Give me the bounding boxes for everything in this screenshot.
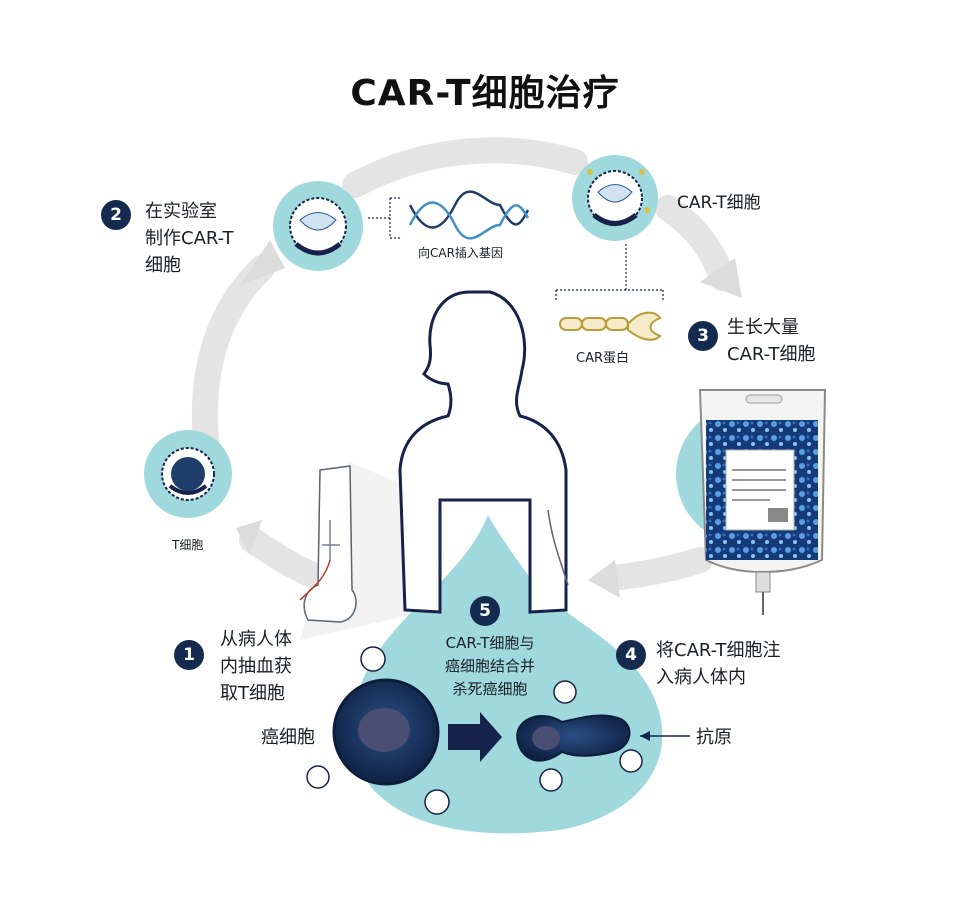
step-1-line-1: 从病人体 xyxy=(220,629,292,650)
t-cell-illustration xyxy=(144,430,232,518)
step-1-text: 从病人体 内抽血获 取T细胞 xyxy=(220,626,292,707)
kill-arrow xyxy=(448,712,502,762)
car-protein-label: CAR蛋白 xyxy=(576,351,630,366)
iv-bag-illustration xyxy=(676,389,827,615)
step-2-line-2: 制作CAR-T xyxy=(145,228,234,249)
cycle-arrowheads xyxy=(236,240,742,598)
step-5-line-1: CAR-T细胞与 xyxy=(445,634,535,652)
step-4-line-1: 将CAR-T细胞注 xyxy=(656,640,781,661)
insert-gene-label: 向CAR插入基因 xyxy=(418,246,503,260)
cycle-arc-2-to-top xyxy=(342,137,588,198)
step-2-line-1: 在实验室 xyxy=(145,201,217,222)
step-3-line-1: 生长大量 xyxy=(727,317,799,338)
cycle-arrows xyxy=(191,137,735,591)
page-title: CAR-T细胞治疗 xyxy=(350,73,620,114)
step-1-line-2: 内抽血获 xyxy=(220,656,292,677)
step-2-line-3: 细胞 xyxy=(145,255,181,276)
cancer-cell-before xyxy=(332,678,440,786)
step-5-line-3: 杀死癌细胞 xyxy=(452,680,528,698)
step-1-number: 1 xyxy=(174,640,204,670)
iv-line xyxy=(547,509,569,586)
small-car-t-cells xyxy=(306,646,643,815)
dna-helix xyxy=(408,190,530,240)
step-4-text: 将CAR-T细胞注 入病人体内 xyxy=(656,637,781,691)
step-3-line-2: CAR-T细胞 xyxy=(727,344,816,365)
step-3-text: 生长大量 CAR-T细胞 xyxy=(727,314,816,368)
lab-cell-illustration xyxy=(273,181,363,271)
antigen-pointer-head xyxy=(640,731,650,741)
cancer-cell-after xyxy=(516,714,631,762)
arrowhead-left-tcell xyxy=(236,520,262,555)
step-5-line-2: 癌细胞结合并 xyxy=(444,657,535,675)
cycle-arc-body-to-tcell xyxy=(239,527,325,588)
cycle-arc-4-to-body xyxy=(599,547,713,591)
t-cell-label: T细胞 xyxy=(172,538,204,552)
cancer-cell-label: 癌细胞 xyxy=(261,727,315,748)
step-1-line-3: 取T细胞 xyxy=(220,683,285,704)
car-t-cell-label: CAR-T细胞 xyxy=(677,193,761,213)
step-4-line-2: 入病人体内 xyxy=(656,667,746,688)
step-2-text: 在实验室 制作CAR-T 细胞 xyxy=(145,198,234,279)
arrowhead-down-right xyxy=(700,258,742,298)
car-protein-illustration xyxy=(559,311,662,341)
arrowhead-left-bag xyxy=(588,560,620,598)
human-body xyxy=(398,290,568,614)
step-5-number: 5 xyxy=(470,596,500,626)
step-4-number: 4 xyxy=(616,640,646,670)
arrowhead-up xyxy=(240,240,285,285)
car-t-cell-illustration xyxy=(572,155,658,241)
antigen-label: 抗原 xyxy=(696,727,732,748)
step-3-number: 3 xyxy=(688,321,718,351)
cycle-arc-top-to-3 xyxy=(655,195,735,291)
arm-with-iv xyxy=(299,465,357,623)
gene-bracket xyxy=(368,197,402,239)
car-protein-bracket xyxy=(555,244,664,302)
cycle-arc-1-to-2 xyxy=(191,255,275,453)
step-2-number: 2 xyxy=(101,200,131,230)
step-5-text: CAR-T细胞与 癌细胞结合并 杀死癌细胞 xyxy=(430,632,550,701)
